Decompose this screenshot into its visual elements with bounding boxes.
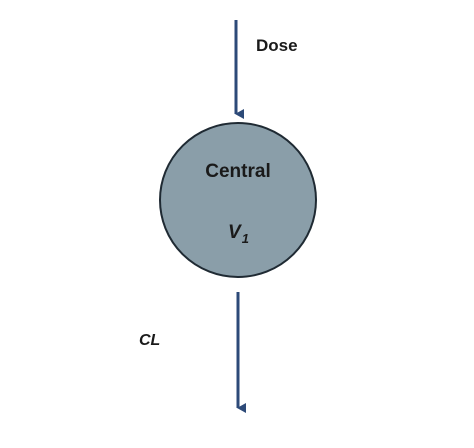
compartment-circle: [159, 122, 317, 278]
compartment-name: Central: [205, 161, 270, 182]
central-compartment: Central V1: [159, 122, 317, 278]
dose-label: Dose: [256, 36, 298, 55]
volume-symbol: V1: [228, 222, 249, 246]
volume-subscript: 1: [242, 231, 249, 246]
clearance-label: CL: [139, 332, 160, 349]
volume-symbol-letter: V: [228, 222, 242, 243]
